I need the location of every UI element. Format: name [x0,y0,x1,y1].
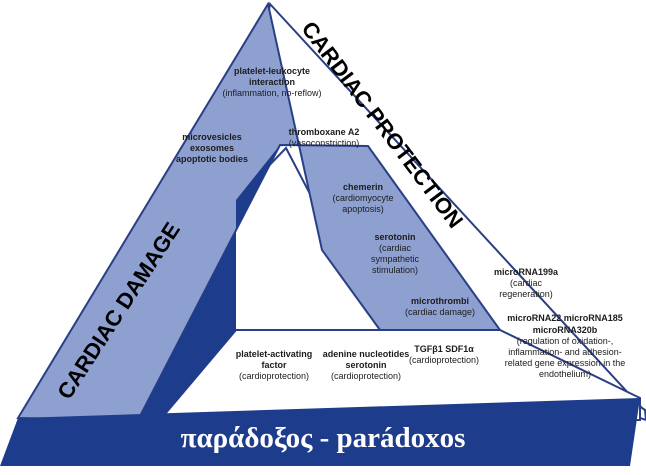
damage-item-thromboxane: thromboxane A2 (vasoconstriction) [276,127,372,149]
item-title: adenine nucleotides serotonin [322,349,410,370]
item-subtitle: (regulation of oxidation-, inflammation-… [504,336,626,379]
item-title: TGFβ1 SDF1α [414,344,474,354]
damage-item-serotonin: serotonin (cardiac sympathetic stimulati… [358,232,432,276]
protection-item-micrornas: microRNA22 microRNA185 microRNA320b (reg… [502,312,628,380]
item-subtitle: (vasoconstriction) [288,138,360,148]
item-title: microthrombi [410,296,469,306]
damage-item-microvesicles: microvesicles exosomes apoptotic bodies [172,132,252,165]
item-title: thromboxane A2 [288,127,360,137]
paradoxos-banner: παράδοξος - parádoxos [180,422,466,454]
item-title: platelet-leukocyte interaction [233,66,311,87]
item-title: chemerin [342,182,384,192]
protection-item-microrna199a: microRNA199a (cardiac regeneration) [484,267,568,300]
protection-item-paf: platelet-activating factor (cardioprotec… [228,349,320,382]
item-subtitle: (cardioprotection) [238,371,310,381]
item-title: serotonin [374,232,416,242]
item-subtitle: (cardiac regeneration) [499,278,553,299]
item-subtitle: (cardiomyocyte apoptosis) [332,193,394,214]
damage-item-microthrombi: microthrombi (cardiac damage) [398,296,482,318]
item-title: microvesicles exosomes apoptotic bodies [176,132,248,164]
protection-item-adenine: adenine nucleotides serotonin (cardiopro… [320,349,412,382]
item-subtitle: (inflammation, no-reflow) [222,88,322,98]
dark-face-left [138,145,280,420]
damage-item-chemerin: chemerin (cardiomyocyte apoptosis) [318,182,408,215]
item-subtitle: (cardioprotection) [408,355,480,365]
damage-item-platelet-leukocyte: platelet-leukocyte interaction (inflamma… [222,66,322,99]
dark-bottom-band [0,398,640,466]
item-title: microRNA199a [493,267,559,277]
item-title: microRNA22 microRNA185 microRNA320b [507,313,623,335]
protection-item-tgfb1: TGFβ1 SDF1α (cardioprotection) [406,344,482,366]
item-subtitle: (cardiac sympathetic stimulation) [370,243,420,275]
item-subtitle: (cardiac damage) [404,307,476,317]
item-subtitle: (cardioprotection) [330,371,402,381]
item-title: platelet-activating factor [235,349,313,370]
